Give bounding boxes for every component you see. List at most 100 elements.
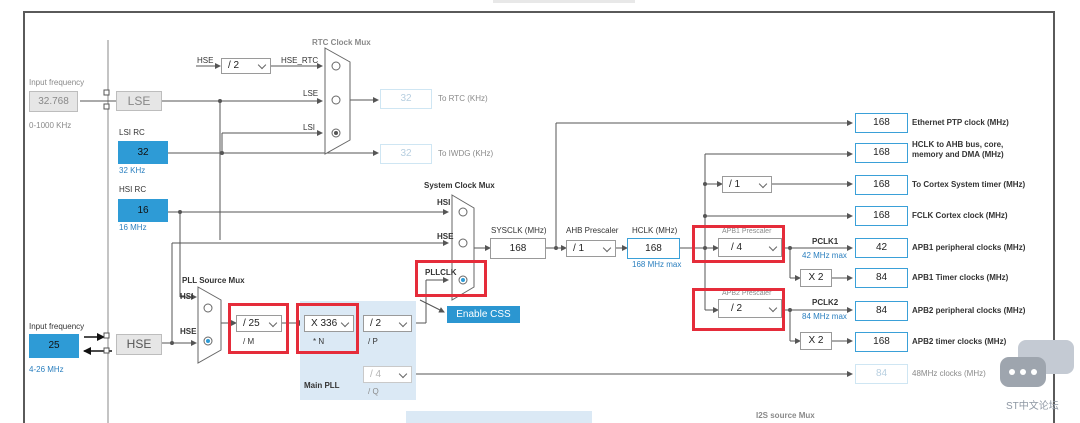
input-frequency-hse-label: Input frequency [29,322,85,331]
lse-block: LSE [116,91,162,111]
sysclk-value: 168 [490,238,546,259]
to-iwdg-label: To IWDG (KHz) [438,149,494,158]
chevron-down-icon [398,318,408,327]
pll-m-label: / M [243,337,255,346]
input-frequency-lse-value[interactable]: 32.768 [29,91,78,112]
chevron-down-icon [758,179,768,188]
watermark-text: ST中文论坛 [1006,401,1059,412]
rtc-mux-radio-hse[interactable] [331,61,341,71]
apb2-peripheral-clocks-value[interactable]: 84 [855,301,908,321]
pll-n-value: X 336 [311,318,338,329]
fclk-cortex-value[interactable]: 168 [855,206,908,226]
rtc-mux-title: RTC Clock Mux [312,38,371,47]
cortex-system-timer-label: To Cortex System timer (MHz) [912,180,1026,189]
apb1-max: 42 MHz max [802,251,847,260]
apb1-prescaler-select[interactable]: / 4 [718,238,782,257]
48mhz-clocks-value[interactable]: 84 [855,364,908,384]
system-clock-mux-title: System Clock Mux [424,181,495,190]
hclk-value[interactable]: 168 [627,238,680,259]
ahb-prescaler-value: / 1 [573,243,585,254]
apb1-peripheral-clocks-value[interactable]: 42 [855,238,908,258]
sysclk-mux-radio-hsi[interactable] [458,207,468,217]
rtc-hse-divider-select[interactable]: / 2 [221,58,271,74]
apb1-prescaler-value: / 4 [731,242,743,253]
sysclk-mux-radio-hse[interactable] [458,238,468,248]
hsi-rc-freq: 16 MHz [119,223,147,232]
pll-p-divider-select[interactable]: / 2 [363,315,412,332]
ahb-prescaler-label: AHB Prescaler [566,226,619,235]
ahb-prescaler-select[interactable]: / 1 [566,240,616,257]
hclk-label: HCLK (MHz) [632,226,678,235]
apb1-timer-clocks-value[interactable]: 84 [855,268,908,288]
chat-bubble-icon [1000,340,1074,387]
input-frequency-hse-range: 4-26 MHz [29,365,64,374]
highlight-pll-n [296,303,359,354]
apb2-prescaler-select[interactable]: / 2 [718,299,782,318]
rtc-mux-radio-lse[interactable] [331,95,341,105]
apb1-timer-clocks-label: APB1 Timer clocks (MHz) [912,273,1009,282]
cortex-system-timer-value[interactable]: 168 [855,175,908,195]
main-pll-title: Main PLL [304,381,340,390]
sysclk-label: SYSCLK (MHz) [491,226,547,235]
sysclk-mux-hsi-label: HSI [437,198,451,207]
rtc-hse-divider-value: / 2 [228,60,240,71]
pll-q-label: / Q [368,387,379,396]
pclk2-label: PCLK2 [812,298,839,307]
cortex-timer-divider-select[interactable]: / 1 [722,176,772,193]
apb1-prescaler-label: APB1 Prescaler [722,228,772,235]
ethernet-ptp-clock-value[interactable]: 168 [855,113,908,133]
pll-n-multiplier-select[interactable]: X 336 [304,315,354,332]
highlight-pll-m [228,303,289,354]
apb2-prescaler-value: / 2 [731,303,743,314]
hclk-ahb-value[interactable]: 168 [855,143,908,163]
lsi-rc-value: 32 [118,141,168,164]
input-frequency-lse-range: 0-1000 KHz [29,121,72,130]
pll-m-divider-select[interactable]: / 25 [236,315,282,332]
input-frequency-hse-value[interactable]: 25 [29,334,79,358]
hse-block: HSE [116,334,162,355]
highlight-apb1-prescaler [692,225,785,263]
highlight-apb2-prescaler [692,288,785,331]
chevron-down-icon [257,60,267,70]
chevron-down-icon [398,369,408,378]
input-frequency-lse-label: Input frequency [29,78,85,87]
i2s-region [406,411,592,423]
apb1-timer-multiplier: X 2 [800,269,832,287]
pll-source-radio-hsi[interactable] [203,303,213,313]
hsi-rc-label: HSI RC [119,185,147,194]
to-rtc-label: To RTC (KHz) [438,94,488,103]
rtc-mux-lsi-label: LSI [303,123,316,132]
pclk1-label: PCLK1 [812,237,839,246]
pll-q-divider-select[interactable]: / 4 [363,366,412,383]
rtc-mux-hse-label: HSE [197,56,214,65]
rtc-mux-lse-label: LSE [303,89,319,98]
pll-source-mux [197,286,222,364]
hclk-max: 168 MHz max [632,260,682,269]
apb2-max: 84 MHz max [802,312,847,321]
lsi-rc-label: LSI RC [119,128,145,137]
hsi-rc-value: 16 [118,199,168,222]
apb2-prescaler-label: APB2 Prescaler [722,290,772,297]
ethernet-ptp-clock-label: Ethernet PTP clock (MHz) [912,118,1009,127]
fclk-cortex-label: FCLK Cortex clock (MHz) [912,211,1008,220]
i2s-source-mux-title: I2S source Mux [756,411,815,420]
pll-q-value: / 4 [370,369,382,380]
pll-p-label: / P [368,337,378,346]
48mhz-clocks-label: 48MHz clocks (MHz) [912,369,986,378]
pll-source-hsi-label: HSI [180,292,194,301]
apb2-timer-multiplier: X 2 [800,332,832,350]
apb2-peripheral-clocks-label: APB2 peripheral clocks (MHz) [912,306,1026,315]
enable-css-button[interactable]: Enable CSS [447,306,520,323]
rtc-mux-hse-rtc-label: HSE_RTC [281,56,319,65]
apb2-timer-clocks-label: APB2 timer clocks (MHz) [912,337,1007,346]
chevron-down-icon [602,243,612,252]
sysclk-mux-hse-label: HSE [437,232,454,241]
pll-p-value: / 2 [370,318,382,329]
to-iwdg-value: 32 [380,144,432,164]
apb1-peripheral-clocks-label: APB1 peripheral clocks (MHz) [912,243,1026,252]
apb2-timer-clocks-value[interactable]: 168 [855,332,908,352]
pll-n-label: * N [313,337,325,346]
to-rtc-value: 32 [380,89,432,109]
pll-m-value: / 25 [243,318,260,329]
